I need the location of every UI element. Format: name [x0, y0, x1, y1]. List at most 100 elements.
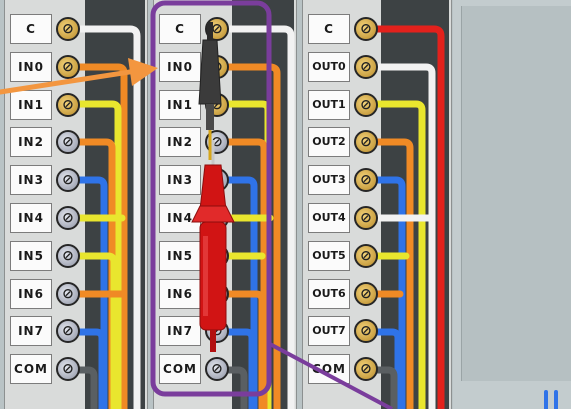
orange-pointer-arrow[interactable]: [0, 58, 158, 95]
terminal-screw-icon[interactable]: ⊘: [56, 17, 80, 41]
terminal-screw-icon[interactable]: ⊘: [205, 357, 229, 382]
wire-blue: [370, 328, 402, 409]
terminal-row: IN0⊘: [4, 48, 84, 86]
terminal-label: IN1: [10, 89, 52, 120]
terminal-screw-icon[interactable]: ⊘: [56, 281, 80, 306]
terminal-row: OUT0⊘: [302, 48, 382, 86]
wire-blue: [221, 328, 256, 409]
wire-grey: [221, 366, 248, 409]
wire-white: [72, 25, 141, 409]
terminal-label: COM: [10, 354, 52, 385]
wire-grey: [370, 366, 398, 409]
terminal-screw-icon[interactable]: ⊘: [354, 357, 378, 382]
terminal-label: OUT5: [308, 240, 350, 271]
terminal-label: IN2: [159, 127, 201, 158]
terminal-row: COM⊘: [153, 350, 233, 388]
terminal-screw-icon[interactable]: ⊘: [56, 243, 80, 268]
terminal-row: OUT4⊘: [302, 199, 382, 237]
terminal-row: OUT7⊘: [302, 312, 382, 350]
wire-white: [370, 63, 436, 409]
terminal-row: OUT5⊘: [302, 237, 382, 275]
terminal-screw-icon[interactable]: ⊘: [56, 206, 80, 230]
terminal-label: IN4: [10, 203, 52, 233]
terminal-label: IN0: [159, 51, 201, 82]
terminal-row: IN3⊘: [4, 161, 84, 199]
terminal-label: OUT3: [308, 165, 350, 196]
terminal-label: OUT0: [308, 51, 350, 82]
terminal-row: OUT2⊘: [302, 123, 382, 161]
wire-red: [370, 25, 445, 409]
terminal-label: IN5: [10, 240, 52, 271]
terminal-row: OUT6⊘: [302, 275, 382, 313]
wire-blue: [221, 176, 258, 409]
wire-yellow: [72, 100, 122, 409]
terminal-screw-icon[interactable]: ⊘: [354, 319, 378, 344]
terminal-label: C: [10, 14, 52, 44]
wire-orange: [370, 138, 414, 409]
terminal-screw-icon[interactable]: ⊘: [56, 130, 80, 155]
wire-orange: [72, 138, 116, 409]
terminal-screw-icon[interactable]: ⊘: [354, 168, 378, 193]
red-probe[interactable]: [191, 140, 235, 352]
terminal-screw-icon[interactable]: ⊘: [56, 92, 80, 117]
wire-blue: [370, 176, 406, 409]
wire-yellow: [72, 252, 118, 409]
wire-white: [221, 25, 295, 409]
terminal-label: COM: [159, 354, 201, 385]
wire-orange: [221, 290, 266, 409]
purple-callout-line: [267, 341, 393, 409]
terminal-screw-icon[interactable]: ⊘: [354, 206, 378, 230]
terminal-label: OUT7: [308, 316, 350, 347]
terminal-screw-icon[interactable]: ⊘: [354, 54, 378, 79]
terminal-row: C⊘: [4, 10, 84, 48]
terminal-row: C⊘: [153, 10, 233, 48]
wire-grey: [72, 366, 98, 409]
terminal-row: IN5⊘: [4, 237, 84, 275]
terminal-label: OUT2: [308, 127, 350, 158]
terminal-row: IN7⊘: [153, 312, 233, 350]
terminal-row: COM⊘: [4, 350, 84, 388]
wire-yellow: [370, 100, 426, 409]
wire-orange: [221, 138, 268, 409]
terminal-label: IN7: [10, 316, 52, 347]
terminal-row: IN1⊘: [4, 86, 84, 124]
terminal-label: IN1: [159, 89, 201, 120]
terminal-label: OUT6: [308, 278, 350, 309]
terminal-screw-icon[interactable]: ⊘: [56, 319, 80, 344]
terminal-label: OUT4: [308, 203, 350, 233]
terminal-screw-icon[interactable]: ⊘: [56, 357, 80, 382]
terminal-screw-icon[interactable]: ⊘: [56, 54, 80, 79]
terminal-row: IN6⊘: [4, 275, 84, 313]
terminal-row: C⊘: [302, 10, 382, 48]
terminal-screw-icon[interactable]: ⊘: [354, 281, 378, 306]
terminal-row: IN7⊘: [4, 312, 84, 350]
terminal-row: OUT3⊘: [302, 161, 382, 199]
terminal-label: IN7: [159, 316, 201, 347]
black-probe[interactable]: [198, 22, 222, 160]
module-highlight-box: [150, 0, 272, 397]
terminal-label: OUT1: [308, 89, 350, 120]
terminal-row: IN4⊘: [4, 199, 84, 237]
terminal-screw-icon[interactable]: ⊘: [354, 92, 378, 117]
terminal-screw-icon[interactable]: ⊘: [354, 243, 378, 268]
terminal-screw-icon[interactable]: ⊘: [56, 168, 80, 193]
terminal-label: IN2: [10, 127, 52, 158]
terminal-row: OUT1⊘: [302, 86, 382, 124]
terminal-row: IN2⊘: [4, 123, 84, 161]
terminal-label: C: [159, 14, 201, 44]
terminal-label: C: [308, 14, 350, 44]
terminal-screw-icon[interactable]: ⊘: [354, 130, 378, 155]
terminal-screw-icon[interactable]: ⊘: [354, 17, 378, 41]
right-panel-inset: [461, 6, 571, 381]
terminal-label: IN6: [159, 278, 201, 309]
wire-blue: [72, 176, 108, 409]
terminal-label: IN5: [159, 240, 201, 271]
terminal-label: IN0: [10, 51, 52, 82]
terminal-label: IN3: [159, 165, 201, 196]
terminal-label: IN6: [10, 278, 52, 309]
right-panel: [453, 0, 571, 409]
terminal-label: IN3: [10, 165, 52, 196]
